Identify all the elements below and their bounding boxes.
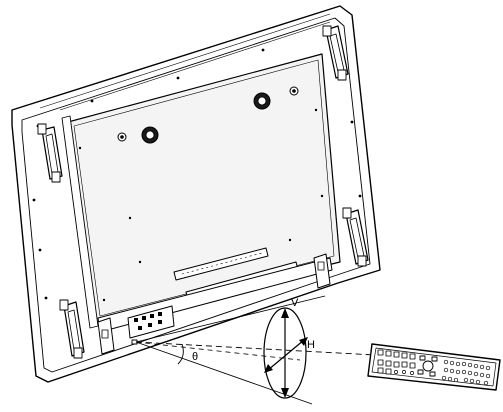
handle-bottom-left	[59, 299, 85, 359]
label-vertical: V	[291, 297, 299, 309]
remote-buttons-right	[394, 359, 491, 386]
angle-reference-line	[135, 341, 301, 361]
display-monitor	[11, 5, 381, 383]
label-angle: θ	[192, 351, 198, 363]
label-horizontal: H	[307, 339, 315, 351]
angle-arc	[177, 343, 184, 365]
remote-dpad	[417, 355, 438, 377]
handle-top-right	[322, 25, 349, 81]
handle-bottom-right	[342, 207, 369, 267]
range-lower-line	[135, 341, 313, 405]
center-axis-line	[135, 341, 376, 356]
range-upper-line	[135, 295, 326, 343]
reception-range	[135, 295, 376, 405]
horizontal-arrow	[267, 339, 305, 371]
remote-buttons-left	[377, 349, 416, 375]
handle-top-left	[37, 123, 63, 183]
remote-control	[367, 343, 501, 391]
monitor-frame-inner	[21, 17, 371, 373]
bottom-connector-strip	[97, 253, 333, 355]
